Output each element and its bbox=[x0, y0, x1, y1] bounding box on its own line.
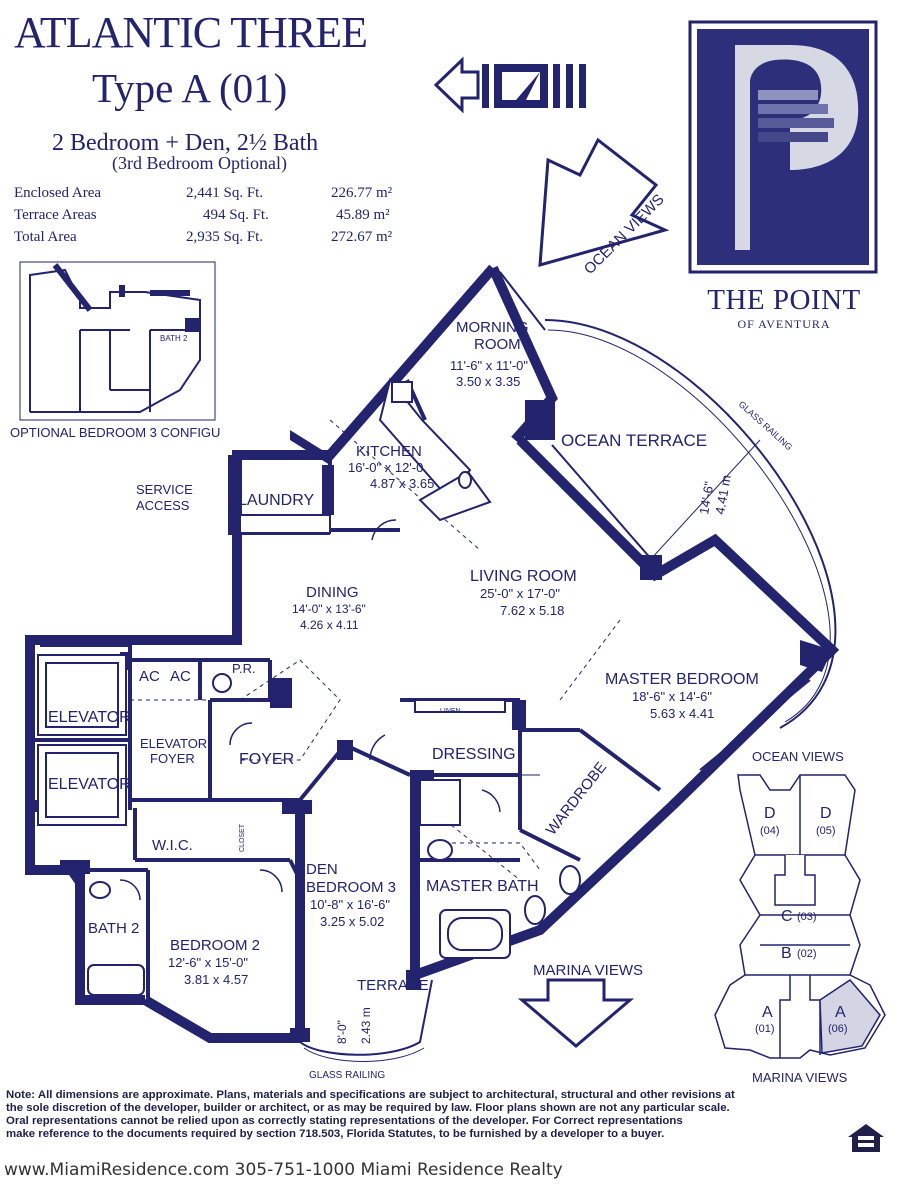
keyplan-unit-number: (02) bbox=[797, 948, 817, 960]
den-dim: 10'-8" x 16'-6" bbox=[310, 897, 390, 912]
kitchen-label: KITCHEN bbox=[356, 443, 422, 460]
living-room-dim: 25'-0" x 17'-0" bbox=[480, 586, 560, 601]
powder-room-label: P.R. bbox=[232, 661, 256, 676]
bath-2-label: BATH 2 bbox=[88, 920, 139, 937]
terrace-dim: 8'-0" bbox=[335, 1020, 349, 1044]
keyplan-marina-label: MARINA VIEWS bbox=[752, 1070, 848, 1085]
living-room-metric: 7.62 x 5.18 bbox=[500, 603, 564, 618]
keyplan-unit-number: (03) bbox=[797, 911, 817, 923]
area-sqm: 226.77 m² bbox=[331, 185, 393, 201]
dressing-label: DRESSING bbox=[432, 746, 516, 763]
morning-room-label-2: ROOM bbox=[474, 336, 521, 353]
building-title: ATLANTIC THREE bbox=[14, 8, 368, 57]
elevator-label: ELEVATOR bbox=[48, 709, 131, 726]
foyer-label: FOYER bbox=[239, 751, 294, 768]
keyplan-unit-letter: A bbox=[762, 1004, 773, 1021]
area-table: Enclosed Area 2,441 Sq. Ft. 226.77 m² Te… bbox=[14, 182, 414, 248]
brand-name: THE POINT bbox=[707, 284, 861, 316]
keyplan-unit-number: (04) bbox=[760, 825, 780, 837]
disclaimer-line: the sole discretion of the developer, bu… bbox=[6, 1102, 730, 1114]
bedroom-summary: 2 Bedroom + Den, 2½ Bath bbox=[52, 130, 319, 156]
area-row: Enclosed Area 2,441 Sq. Ft. 226.77 m² bbox=[14, 182, 414, 204]
optional-bedroom-plan bbox=[19, 261, 216, 421]
den-label: DEN bbox=[306, 861, 338, 878]
keyplan-unit-letter: D bbox=[764, 805, 776, 822]
elevator-label-2: ELEVATOR bbox=[48, 776, 131, 793]
keyplan-unit-letter: B bbox=[781, 945, 792, 962]
area-label: Total Area bbox=[14, 229, 77, 245]
marina-view-arrow-icon bbox=[517, 978, 635, 1048]
den-metric: 3.25 x 5.02 bbox=[320, 914, 384, 929]
the-point-logo-icon bbox=[688, 20, 878, 274]
ac-label-2: AC bbox=[170, 668, 191, 685]
keyplan-unit-letter: D bbox=[820, 805, 832, 822]
service-access-label: SERVICE bbox=[136, 482, 193, 497]
master-bedroom-dim: 18'-6" x 14'-6" bbox=[632, 689, 712, 704]
service-access-label-2: ACCESS bbox=[136, 498, 190, 513]
disclaimer-note: Note: All dimensions are approximate. Pl… bbox=[6, 1089, 892, 1141]
keyplan-unit-number: (01) bbox=[755, 1023, 775, 1035]
ac-label: AC bbox=[139, 668, 160, 685]
den-label-2: BEDROOM 3 bbox=[306, 879, 396, 896]
marina-views-arrow-label: MARINA VIEWS bbox=[533, 962, 643, 979]
area-sqm: 272.67 m² bbox=[331, 229, 393, 245]
elevator-foyer-label: ELEVATOR bbox=[140, 736, 207, 751]
ocean-terrace-label: OCEAN TERRACE bbox=[561, 431, 707, 450]
area-row: Total Area 2,935 Sq. Ft. 272.67 m² bbox=[14, 226, 414, 248]
dining-label: DINING bbox=[306, 584, 359, 601]
keyplan-unit-letter: C bbox=[781, 908, 793, 925]
dining-dim: 14'-0" x 13'-6" bbox=[292, 602, 366, 616]
walk-in-closet-label: W.I.C. bbox=[152, 837, 193, 854]
bedroom-2-label: BEDROOM 2 bbox=[170, 937, 260, 954]
morning-room-metric: 3.50 x 3.35 bbox=[456, 374, 520, 389]
footer-contact: www.MiamiResidence.com 305-751-1000 Miam… bbox=[4, 1160, 563, 1180]
area-label: Enclosed Area bbox=[14, 185, 102, 201]
area-sqft: 2,441 Sq. Ft. bbox=[186, 185, 264, 201]
keyplan-ocean-label: OCEAN VIEWS bbox=[752, 749, 844, 764]
key-plan bbox=[714, 774, 886, 1059]
glass-railing-label: GLASS RAILING bbox=[737, 399, 795, 452]
disclaimer-line: make reference to the documents required… bbox=[6, 1128, 665, 1140]
disclaimer-line: Oral representations cannot be relied up… bbox=[6, 1115, 683, 1127]
unit-type-title: Type A (01) bbox=[92, 65, 288, 111]
terrace-label: TERRACE bbox=[357, 977, 429, 994]
bedroom-2-metric: 3.81 x 4.57 bbox=[184, 972, 248, 987]
dining-metric: 4.26 x 4.11 bbox=[300, 618, 359, 632]
morning-room-label: MORNING bbox=[456, 319, 529, 336]
optional-plan-caption: OPTIONAL BEDROOM 3 CONFIGU bbox=[10, 425, 220, 440]
living-room-label: LIVING ROOM bbox=[470, 568, 577, 585]
area-label: Terrace Areas bbox=[14, 207, 97, 223]
closet-label: CLOSET bbox=[239, 823, 246, 852]
kitchen-dim: 16'-0" x 12'-0 bbox=[348, 460, 423, 475]
ocean-view-arrow-icon bbox=[538, 137, 670, 268]
optional-plan-bath-label: BATH 2 bbox=[160, 334, 188, 343]
area-sqm: 45.89 m² bbox=[336, 207, 390, 223]
area-row: Terrace Areas 494 Sq. Ft. 45.89 m² bbox=[14, 204, 414, 226]
disclaimer-line: Note: All dimensions are approximate. Pl… bbox=[6, 1089, 735, 1101]
glass-railing-label-2: GLASS RAILING bbox=[309, 1070, 385, 1081]
master-bedroom-metric: 5.63 x 4.41 bbox=[650, 706, 714, 721]
keyplan-unit-letter: A bbox=[835, 1004, 846, 1021]
keyplan-unit-number: (06) bbox=[828, 1023, 848, 1035]
kitchen-metric: 4.87 x 3.65 bbox=[370, 476, 434, 491]
laundry-label: LAUNDRY bbox=[238, 492, 315, 509]
wardrobe-label: WARDROBE bbox=[543, 759, 610, 839]
area-sqft: 494 Sq. Ft. bbox=[203, 207, 269, 223]
equal-housing-icon bbox=[848, 1124, 884, 1152]
north-arrow-icon bbox=[433, 56, 586, 114]
linen-label: LINEN bbox=[440, 708, 461, 715]
keyplan-unit-number: (05) bbox=[816, 825, 836, 837]
brand-subtitle: OF AVENTURA bbox=[737, 317, 831, 331]
bedroom-2-dim: 12'-6" x 15'-0" bbox=[168, 955, 248, 970]
ocean-terrace-dim: 14'-6" bbox=[696, 480, 717, 516]
ocean-terrace-metric: 4.41 m bbox=[712, 474, 734, 516]
terrace-metric: 2.43 m bbox=[359, 1007, 373, 1044]
morning-room-dim: 11'-6" x 11'-0" bbox=[450, 358, 528, 373]
area-sqft: 2,935 Sq. Ft. bbox=[186, 229, 264, 245]
master-bath-label: MASTER BATH bbox=[426, 878, 539, 895]
master-bedroom-label: MASTER BEDROOM bbox=[605, 671, 759, 688]
elevator-foyer-label-2: FOYER bbox=[150, 751, 195, 766]
optional-note: (3rd Bedroom Optional) bbox=[112, 153, 287, 173]
